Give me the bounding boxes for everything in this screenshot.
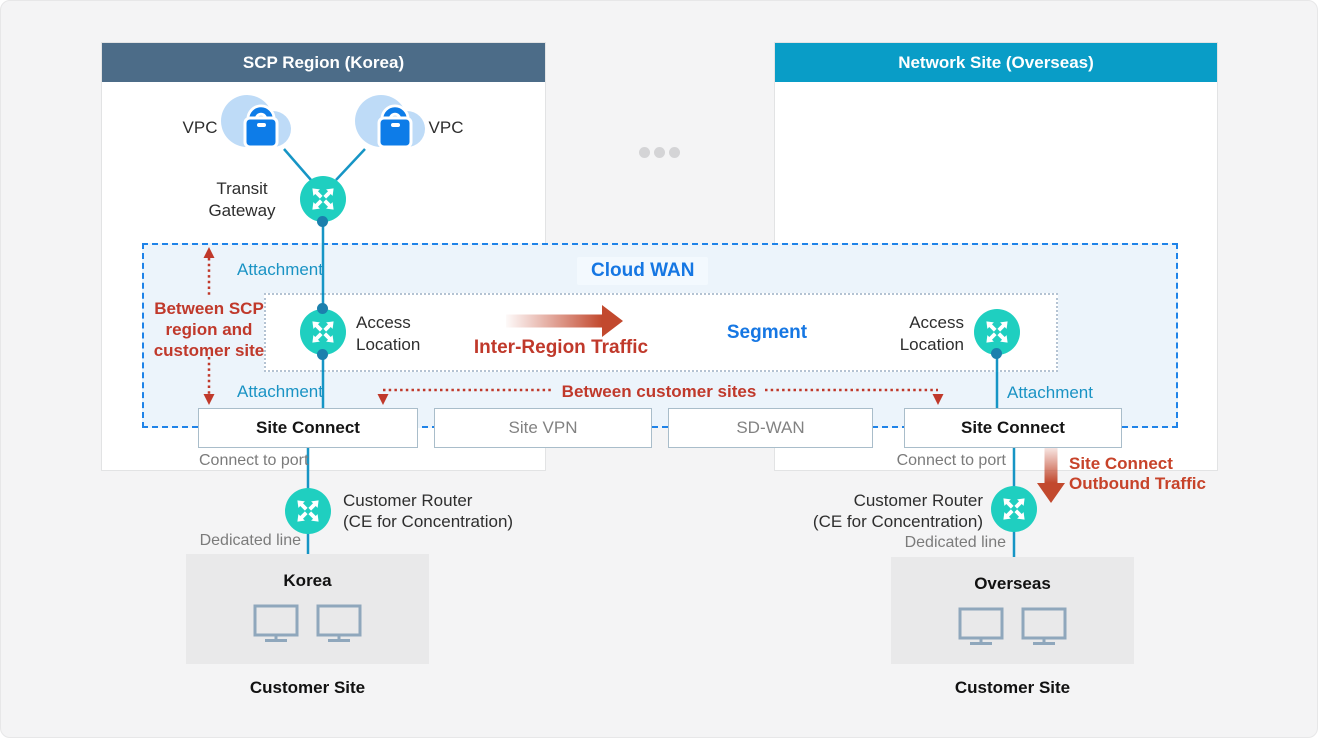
network-site-header: Network Site (Overseas) [775, 43, 1217, 82]
sd-wan-box: SD-WAN [668, 408, 873, 448]
customer-router-icon-right [991, 486, 1037, 532]
outbound-traffic-label: Site Connect Outbound Traffic [1069, 454, 1206, 493]
customer-site-caption-left: Customer Site [249, 678, 366, 697]
vpc-lock-icon [214, 91, 298, 155]
customer-router-label-right: Customer Router (CE for Concentration) [812, 491, 983, 531]
access-location-icon-right [974, 309, 1020, 355]
korea-site-box: Korea [186, 554, 429, 664]
customer-router-label-left: Customer Router (CE for Concentration) [343, 491, 514, 531]
connector-dot [991, 348, 1002, 359]
connector-dot [317, 349, 328, 360]
korea-site-name: Korea [283, 571, 332, 590]
dedicated-line-label-right: Dedicated line [904, 534, 1006, 551]
scp-region-header: SCP Region (Korea) [102, 43, 545, 82]
attachment-label-top-left: Attachment [237, 260, 323, 279]
vpc-lock-icon [348, 91, 432, 155]
transit-gateway-icon [300, 176, 346, 222]
segment-label: Segment [726, 322, 808, 343]
overseas-site-name: Overseas [974, 574, 1051, 593]
site-connect-box-right: Site Connect [904, 408, 1122, 448]
site-connect-box-left: Site Connect [198, 408, 418, 448]
site-vpn-box: Site VPN [434, 408, 652, 448]
monitor-icon [958, 607, 1004, 645]
connector-dot [317, 303, 328, 314]
monitor-icons [253, 604, 362, 644]
cloud-wan-title: Cloud WAN [577, 257, 709, 285]
vpc-label-right: VPC [428, 118, 464, 137]
between-scp-label: Between SCP region and customer site [153, 299, 265, 360]
inter-region-traffic-label: Inter-Region Traffic [473, 337, 649, 358]
segment-box [264, 293, 1058, 372]
dedicated-line-label-left: Dedicated line [199, 532, 301, 549]
overseas-site-box: Overseas [891, 557, 1134, 664]
connect-to-port-label-left: Connect to port [199, 452, 309, 469]
monitor-icon [1021, 607, 1067, 645]
customer-site-caption-right: Customer Site [954, 678, 1071, 697]
customer-router-icon-left [285, 488, 331, 534]
outbound-arrow-head [1037, 483, 1065, 503]
monitor-icon [316, 604, 362, 642]
vpc-label-left: VPC [182, 118, 218, 137]
attachment-label-bottom-left: Attachment [237, 382, 323, 401]
ellipsis-icon [639, 147, 680, 158]
access-location-label-right: Access Location [899, 313, 964, 354]
transit-gateway-label: Transit Gateway [208, 179, 276, 220]
connect-to-port-label-right: Connect to port [896, 452, 1006, 469]
attachment-label-right: Attachment [1007, 383, 1093, 402]
access-location-label-left: Access Location [356, 313, 421, 354]
between-customer-sites-label: Between customer sites [561, 382, 757, 401]
connector-dot [317, 216, 328, 227]
monitor-icon [253, 604, 299, 642]
monitor-icons [958, 607, 1067, 647]
